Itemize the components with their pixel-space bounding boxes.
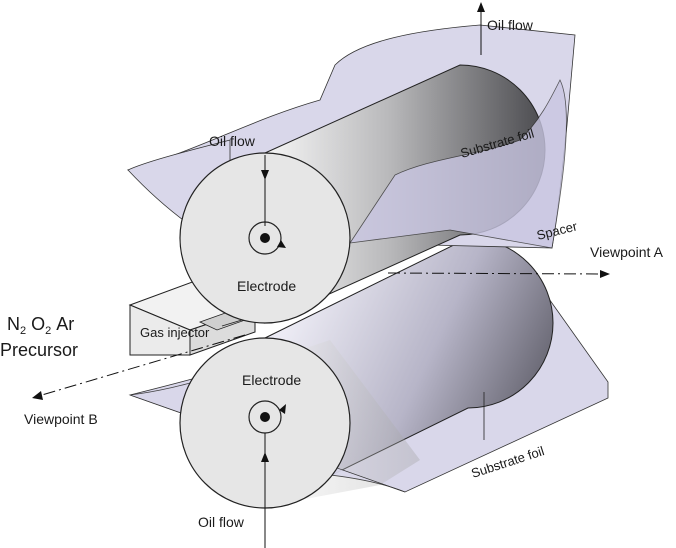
oil-flow-bottom-label: Oil flow bbox=[198, 514, 245, 530]
oil-flow-left-arrow bbox=[261, 155, 269, 226]
upper-foil-wrap bbox=[349, 79, 567, 249]
viewpoint-a-label: Viewpoint A bbox=[590, 244, 664, 260]
viewpoint-a-arrow bbox=[387, 270, 610, 278]
oil-flow-top-label: Oil flow bbox=[487, 17, 534, 33]
electrode-bottom-label: Electrode bbox=[242, 372, 301, 388]
viewpoint-b-arrow bbox=[32, 334, 246, 400]
oil-flow-left-label: Oil flow bbox=[209, 133, 256, 149]
electrode-top-label: Electrode bbox=[237, 278, 296, 294]
gas-injector-label: Gas injector bbox=[140, 325, 210, 340]
oil-flow-bottom-arrow bbox=[261, 433, 269, 548]
oil-flow-top-arrow bbox=[477, 2, 485, 55]
viewpoint-b-label: Viewpoint B bbox=[24, 411, 98, 427]
precursor-label: Precursor bbox=[0, 340, 78, 360]
gas-injector bbox=[128, 280, 264, 356]
